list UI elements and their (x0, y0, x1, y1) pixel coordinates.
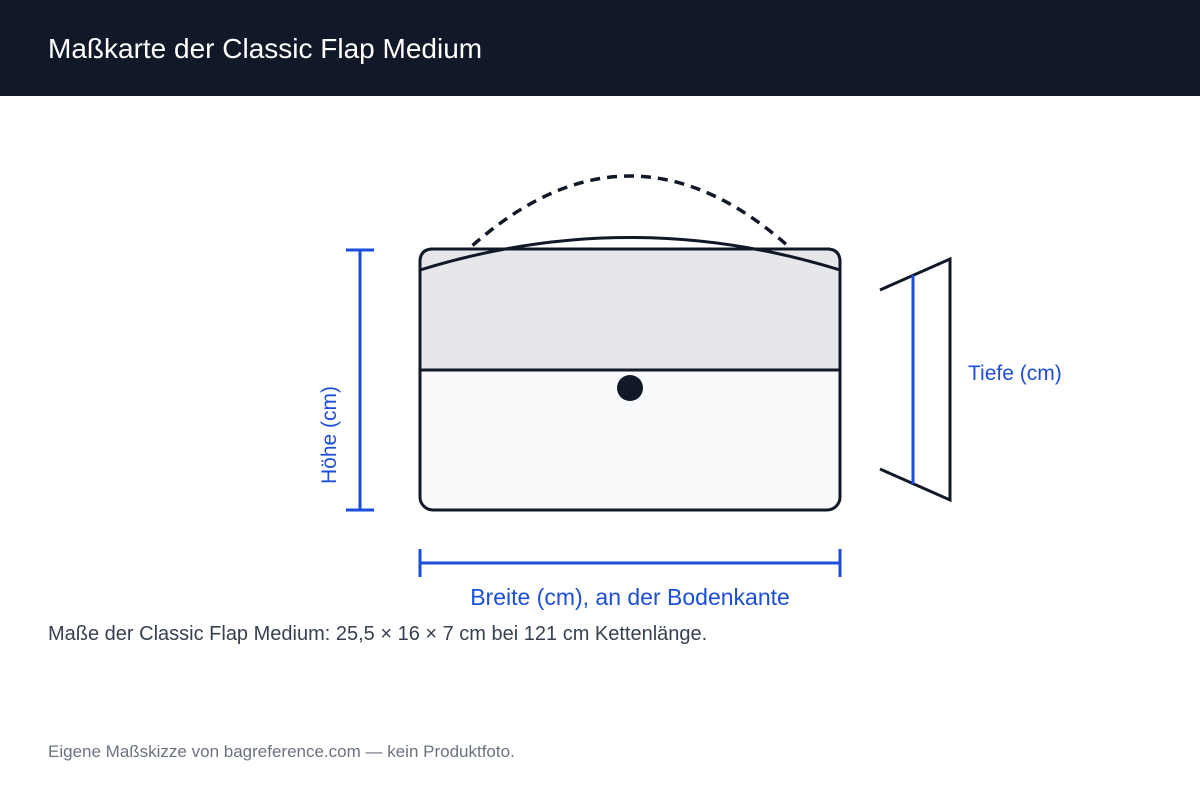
height-dimension (346, 248, 374, 512)
depth-label: Tiefe (cm) (968, 362, 1062, 385)
clasp-dot (617, 375, 643, 401)
header-bar: Maßkarte der Classic Flap Medium (0, 0, 1200, 96)
height-label: Höhe (cm) (318, 386, 341, 484)
width-dimension (418, 549, 842, 577)
width-label: Breite (cm), an der Bodenkante (470, 584, 790, 610)
chain-strap (458, 174, 802, 259)
flap-top-curve (419, 236, 841, 272)
side-profile (879, 256, 952, 503)
bag-flap (418, 247, 842, 372)
footer-note: Eigene Maßskizze von bagreference.com — … (48, 742, 515, 761)
page-title: Maßkarte der Classic Flap Medium (48, 33, 483, 64)
dimensions-caption: Maße der Classic Flap Medium: 25,5 × 16 … (48, 623, 708, 645)
